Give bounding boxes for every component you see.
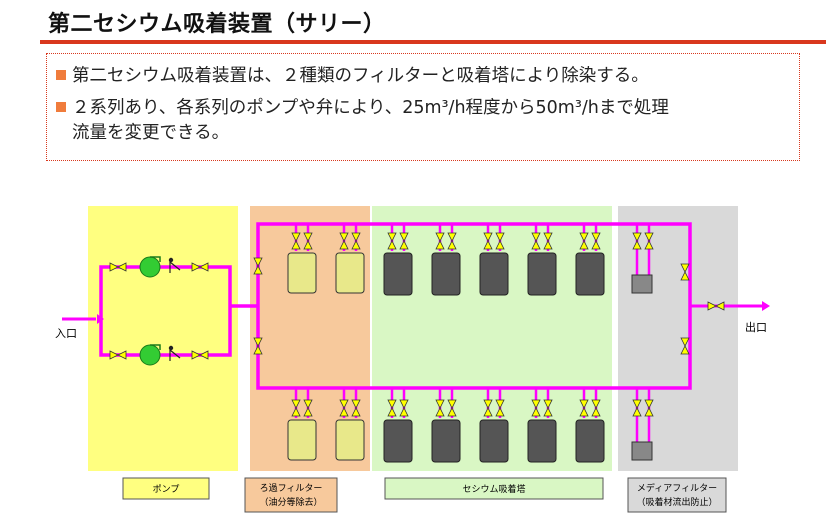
valve-icon (109, 350, 127, 360)
filter-label-box: ろ過フィルター （油分等除去） (244, 477, 338, 513)
adsorption-tower (575, 419, 605, 463)
valve-icon (399, 232, 409, 250)
bullet-item: 第二セシウム吸着装置は、２種類のフィルターと吸着塔により除染する。 (56, 64, 649, 89)
summary-box (46, 53, 800, 161)
inlet-label: 入口 (55, 327, 77, 340)
filter-vessel (335, 252, 365, 294)
pump-icon (139, 256, 161, 278)
adsorption-tower (479, 252, 509, 296)
valve-icon (303, 232, 313, 250)
valve-icon (351, 232, 361, 250)
adsorption-tower (575, 252, 605, 296)
valve-icon (109, 262, 127, 272)
filter-vessel (287, 252, 317, 294)
valve-icon (579, 232, 589, 250)
pump-label: ポンプ (153, 484, 180, 495)
bullet-item: ２系列あり、各系列のポンプや弁により、25m³/h程度から50m³/hまで処理 … (56, 96, 796, 146)
pump-zone (88, 206, 238, 471)
valve-icon (531, 399, 541, 417)
filter-sublabel: （油分等除去） (259, 496, 322, 508)
valve-icon (447, 232, 457, 250)
valve-icon (543, 232, 553, 250)
bullet-square-icon (56, 70, 66, 80)
media-filter-vessel (631, 274, 653, 294)
pump-pipes (99, 265, 258, 357)
bullet-text: ２系列あり、各系列のポンプや弁により、25m³/h程度から50m³/hまで処理 (72, 98, 669, 118)
valve-icon (591, 399, 601, 417)
valve-icon (253, 257, 263, 275)
filter-label: ろ過フィルター (260, 483, 323, 494)
valve-icon (447, 399, 457, 417)
valve-icon (435, 232, 445, 250)
pump-icon (139, 344, 161, 366)
valve-icon (303, 399, 313, 417)
title-rule (40, 40, 826, 44)
valve-icon (291, 399, 301, 417)
valve-icon (351, 399, 361, 417)
valve-icon (339, 232, 349, 250)
valve-icon (632, 232, 642, 250)
valve-icon (387, 232, 397, 250)
valve-icon (191, 350, 209, 360)
filter-vessel (335, 419, 365, 461)
adsorption-tower (431, 419, 461, 463)
valve-icon (644, 232, 654, 250)
adsorption-tower (383, 252, 413, 296)
valve-icon (387, 399, 397, 417)
media-sublabel: （吸着材流出防止） (636, 496, 717, 508)
valve-icon (591, 232, 601, 250)
adsorption-tower (479, 419, 509, 463)
adsorption-tower (431, 252, 461, 296)
valve-icon (707, 301, 725, 311)
valve-icon (531, 232, 541, 250)
bullet-text-continued: 流量を変更できる。 (72, 123, 230, 143)
check-valve-icon (168, 345, 181, 361)
media-label-box: メディアフィルター （吸着材流出防止） (627, 477, 727, 513)
page-title: 第二セシウム吸着装置（サリー） (48, 12, 386, 37)
valve-icon (191, 262, 209, 272)
valve-icon (435, 399, 445, 417)
valve-icon (399, 399, 409, 417)
bullet-square-icon (56, 102, 66, 112)
adsorption-tower (527, 419, 557, 463)
valve-icon (495, 399, 505, 417)
adsorption-tower (527, 252, 557, 296)
media-filter-vessel (631, 441, 653, 461)
cesium-label: セシウム吸着塔 (462, 483, 525, 495)
valve-icon (579, 399, 589, 417)
valve-icon (483, 399, 493, 417)
outlet-label: 出口 (745, 320, 767, 334)
outlet-arrow-icon (762, 301, 770, 311)
valve-icon (495, 232, 505, 250)
valve-icon (644, 399, 654, 417)
media-label: メディアフィルター (637, 482, 717, 494)
valves-layer (109, 232, 725, 417)
main-pipes (256, 222, 692, 390)
cesium-label-box: セシウム吸着塔 (384, 477, 604, 500)
check-valve-icon (168, 257, 181, 273)
valve-icon (543, 399, 553, 417)
valve-icon (339, 399, 349, 417)
bullet-text: 第二セシウム吸着装置は、２種類のフィルターと吸着塔により除染する。 (72, 66, 649, 86)
pump-label-box: ポンプ (122, 477, 210, 500)
valve-icon (253, 337, 263, 355)
filter-vessel (287, 419, 317, 461)
valve-icon (483, 232, 493, 250)
valve-icon (632, 399, 642, 417)
valve-icon (680, 263, 690, 281)
adsorption-tower (383, 419, 413, 463)
valve-icon (291, 232, 301, 250)
valve-icon (680, 337, 690, 355)
